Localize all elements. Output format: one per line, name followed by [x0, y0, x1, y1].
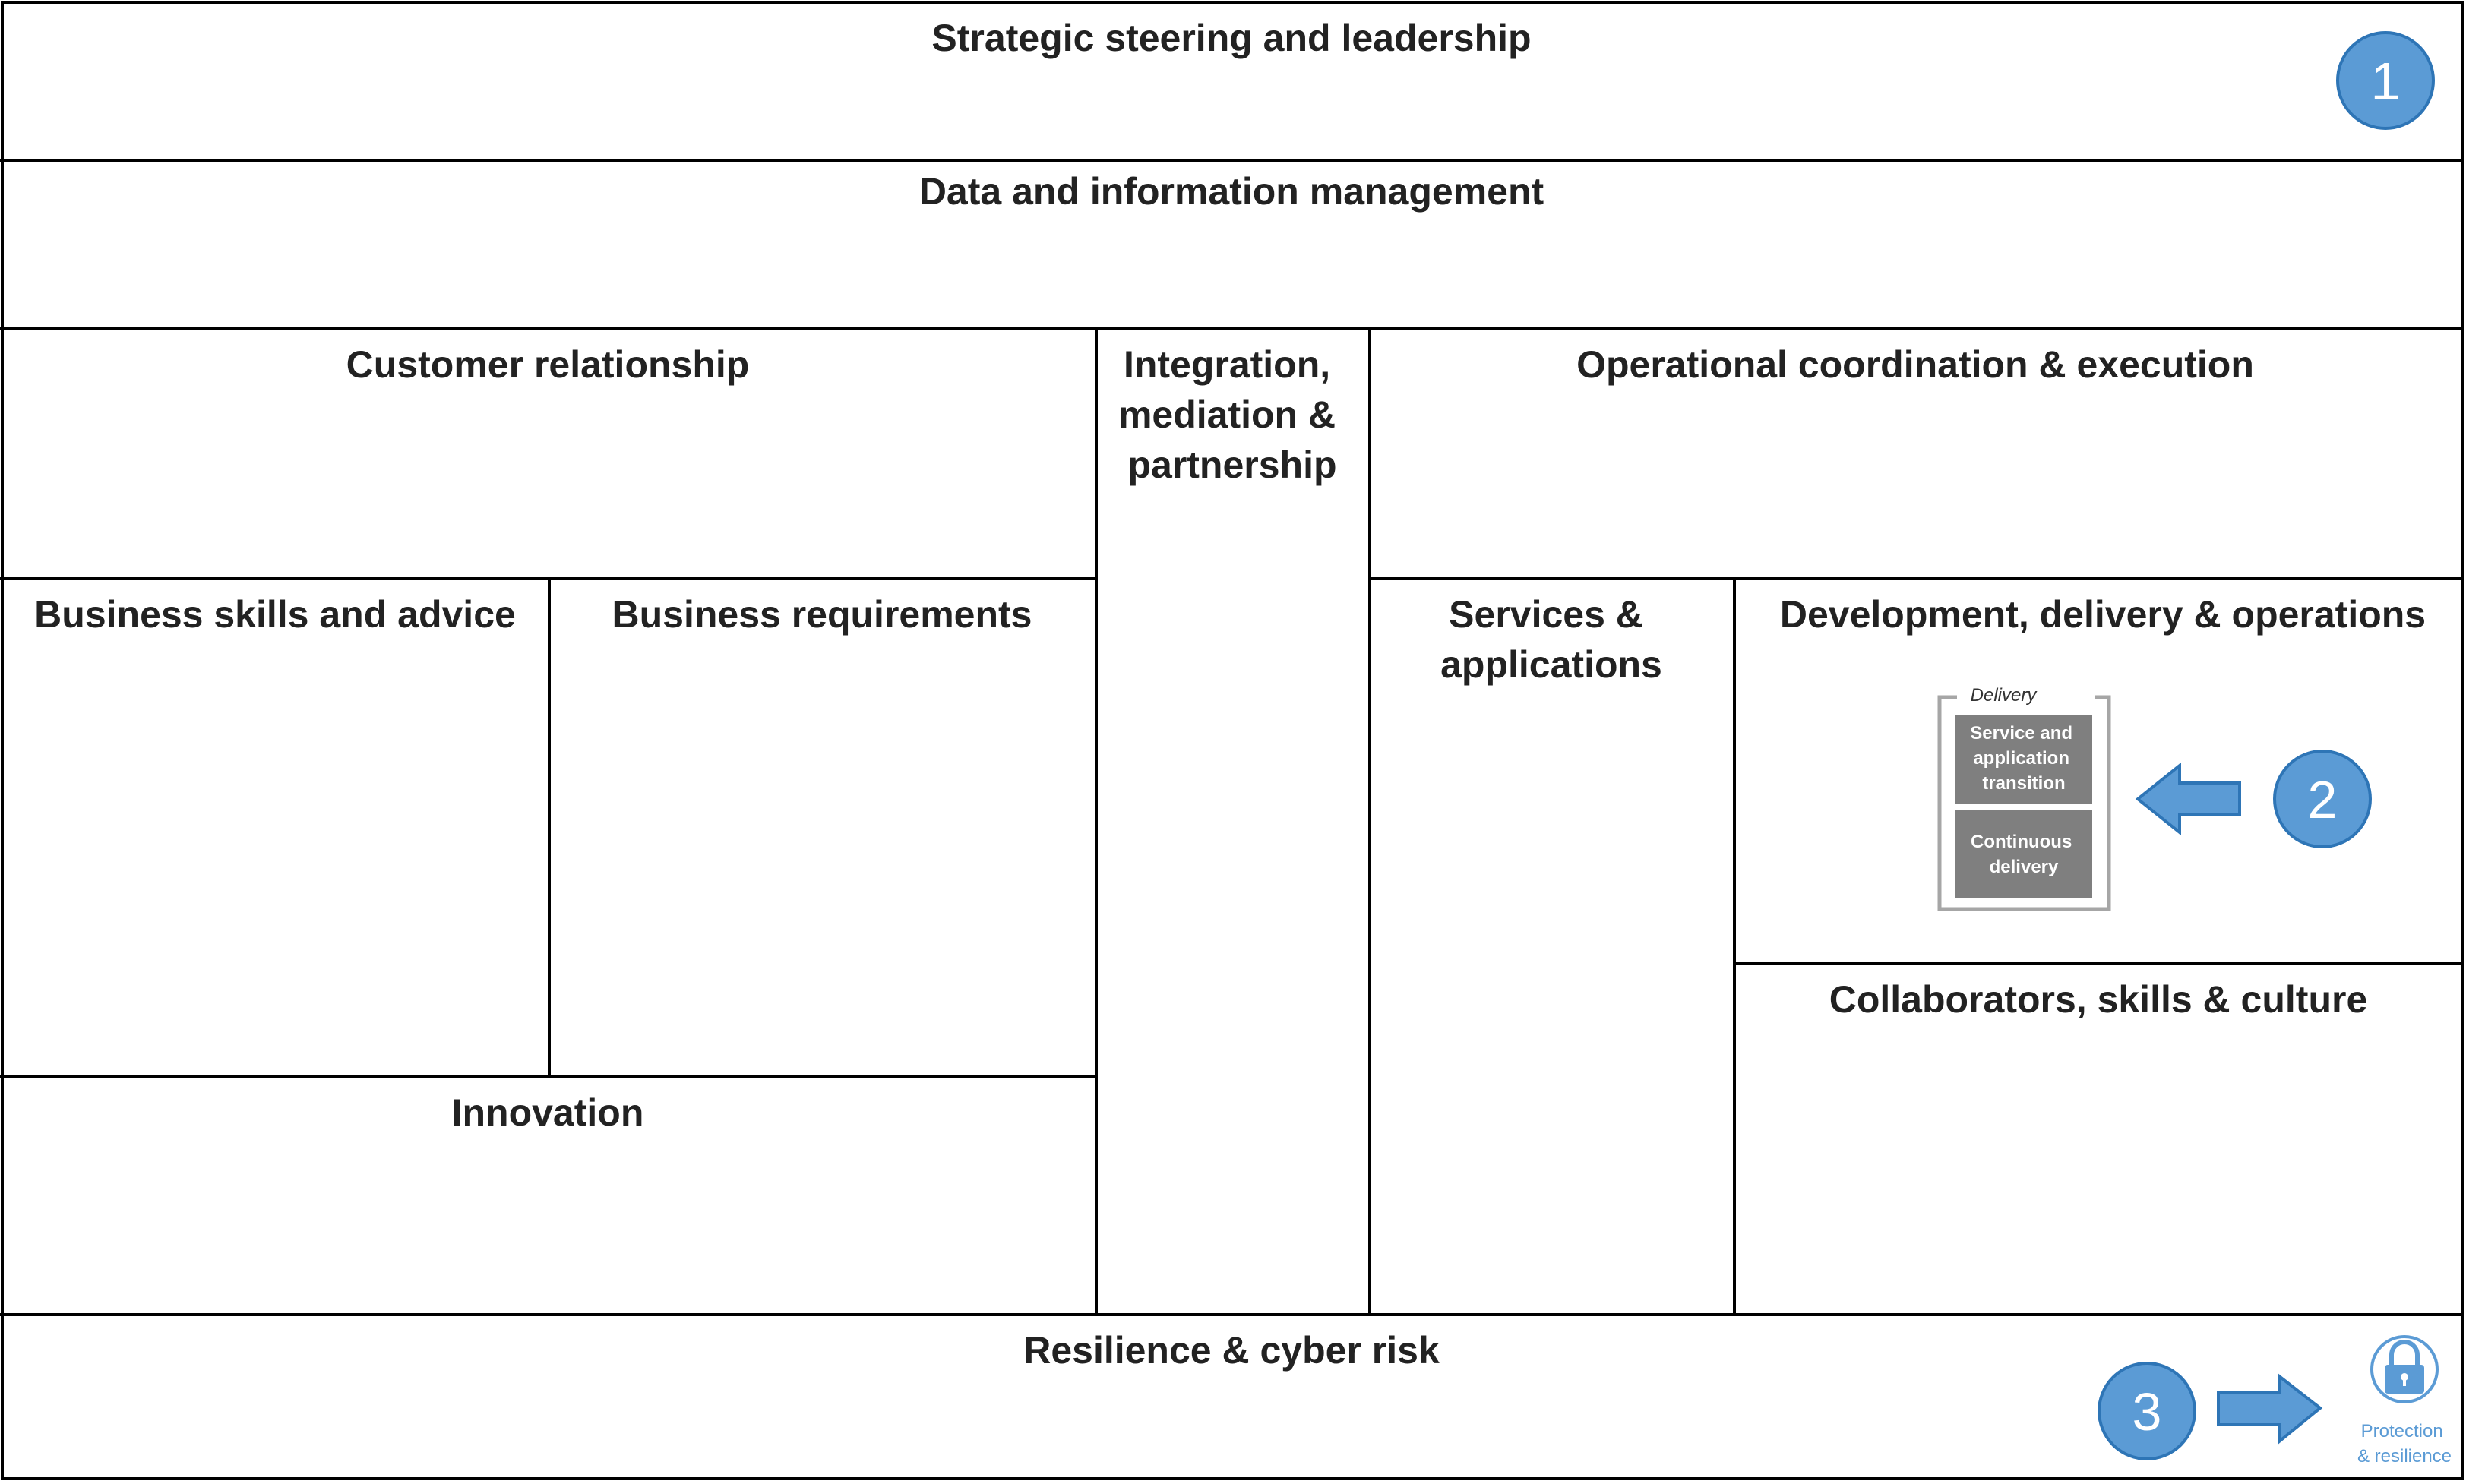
delivery-label: Delivery — [1971, 685, 2038, 706]
lock-keyhole-slot — [2403, 1378, 2406, 1386]
operational-coordination-title: Operational coordination & execution — [1576, 343, 2254, 386]
strategic-steering-title: Strategic steering and leadership — [931, 17, 1531, 59]
services-title-line-2: applications — [1440, 643, 1662, 686]
continuous-delivery-line-1: Continuous — [1971, 832, 2072, 852]
service-transition-text: Service and application transition — [1970, 723, 2077, 794]
services-title-line-1: Services & — [1449, 593, 1643, 636]
integration-title-line-3: partnership — [1127, 444, 1336, 486]
integration-title-line-1: Integration, — [1124, 343, 1330, 386]
protection-label-line-2: & resilience — [2357, 1446, 2452, 1467]
business-skills-title: Business skills and advice — [34, 593, 516, 636]
continuous-delivery-line-2: delivery — [1990, 857, 2059, 877]
left-arrow-icon — [2135, 762, 2241, 836]
lock-keyhole — [2401, 1373, 2408, 1381]
integration-title-line-2: mediation & — [1118, 393, 1336, 436]
integration-title: Integration, mediation & partnership — [1118, 343, 1346, 486]
continuous-delivery-box — [1955, 810, 2092, 898]
marker-1-number: 1 — [2371, 52, 2401, 111]
protection-label-line-1: Protection — [2361, 1421, 2443, 1441]
marker-3: 3 — [2098, 1362, 2196, 1460]
marker-2-circle — [2273, 750, 2372, 848]
data-information-title: Data and information management — [919, 170, 1544, 213]
development-delivery-title: Development, delivery & operations — [1780, 593, 2426, 636]
delivery-bracket — [1937, 695, 2111, 911]
service-transition-line-1: Service and — [1970, 723, 2072, 744]
delivery-box: Delivery Service and application transit… — [1937, 685, 2111, 911]
lock-icon — [2370, 1335, 2439, 1403]
continuous-delivery-text: Continuous delivery — [1971, 832, 2077, 877]
customer-relationship-title: Customer relationship — [346, 343, 750, 386]
marker-2-number: 2 — [2308, 770, 2338, 829]
services-applications-title: Services & applications — [1440, 593, 1662, 686]
marker-3-circle — [2098, 1362, 2196, 1460]
right-arrow-icon — [2217, 1372, 2323, 1445]
service-transition-line-3: transition — [1982, 773, 2065, 794]
service-transition-line-2: application — [1973, 748, 2069, 769]
resilience-title: Resilience & cyber risk — [1023, 1329, 1440, 1372]
marker-1: 1 — [2336, 31, 2435, 130]
marker-2: 2 — [2273, 750, 2372, 848]
business-requirements-title: Business requirements — [612, 593, 1032, 636]
protection-label: Protection & resilience — [2357, 1421, 2452, 1467]
lock-shackle — [2389, 1340, 2420, 1365]
innovation-title: Innovation — [452, 1091, 644, 1134]
grid-lines — [0, 159, 2464, 1316]
marker-3-number: 3 — [2132, 1382, 2162, 1441]
collaborators-title: Collaborators, skills & culture — [1829, 978, 2368, 1021]
marker-1-circle — [2336, 31, 2435, 130]
lock-circle — [2370, 1335, 2439, 1403]
service-transition-box — [1955, 715, 2092, 804]
